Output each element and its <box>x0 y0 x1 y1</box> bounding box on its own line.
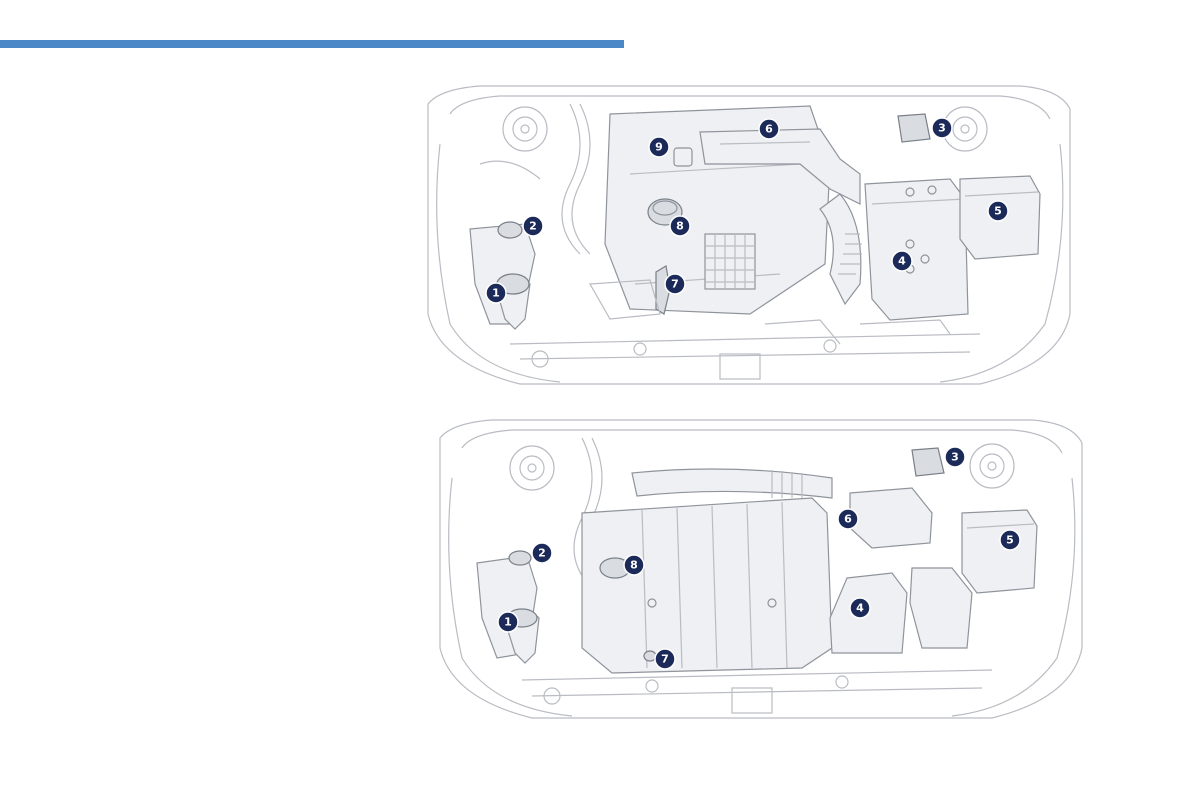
header-accent-bar <box>0 40 624 48</box>
svg-text:5: 5 <box>994 205 1002 218</box>
callout-8: 8 <box>670 216 690 236</box>
svg-text:1: 1 <box>504 616 512 629</box>
svg-text:2: 2 <box>529 220 537 233</box>
callout-2: 2 <box>523 216 543 236</box>
svg-text:2: 2 <box>538 547 546 560</box>
callout-5: 5 <box>1000 530 1020 550</box>
svg-text:8: 8 <box>676 220 684 233</box>
svg-text:7: 7 <box>661 653 669 666</box>
callout-7: 7 <box>665 274 685 294</box>
callout-2: 2 <box>532 543 552 563</box>
callout-6: 6 <box>759 119 779 139</box>
svg-text:1: 1 <box>492 287 500 300</box>
svg-text:6: 6 <box>844 513 852 526</box>
svg-text:7: 7 <box>671 278 679 291</box>
engine-bay-diagram-2: 1 2 3 4 5 6 7 8 <box>432 418 1086 720</box>
svg-text:6: 6 <box>765 123 773 136</box>
svg-text:3: 3 <box>938 122 946 135</box>
callout-4: 4 <box>892 251 912 271</box>
callout-3: 3 <box>932 118 952 138</box>
callout-7: 7 <box>655 649 675 669</box>
callout-4: 4 <box>850 598 870 618</box>
svg-text:4: 4 <box>856 602 864 615</box>
svg-text:3: 3 <box>951 451 959 464</box>
callout-1: 1 <box>486 283 506 303</box>
callout-9: 9 <box>649 137 669 157</box>
callout-1: 1 <box>498 612 518 632</box>
svg-text:9: 9 <box>655 141 663 154</box>
svg-text:5: 5 <box>1006 534 1014 547</box>
callout-3: 3 <box>945 447 965 467</box>
engine-bay-diagram-1: 1 2 3 4 5 6 7 8 9 <box>420 84 1076 386</box>
callout-6: 6 <box>838 509 858 529</box>
svg-text:4: 4 <box>898 255 906 268</box>
callout-5: 5 <box>988 201 1008 221</box>
callout-8: 8 <box>624 555 644 575</box>
svg-text:8: 8 <box>630 559 638 572</box>
